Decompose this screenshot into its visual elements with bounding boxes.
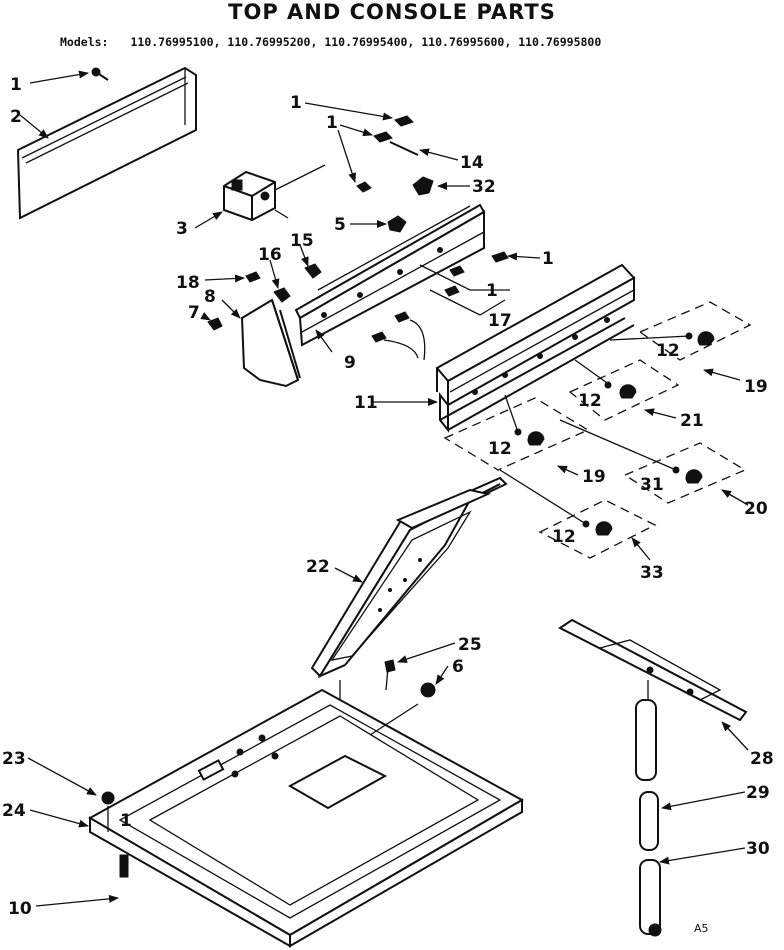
callout-14: 14 [460,153,484,173]
callout-31: 31 [640,475,664,495]
part-18-screw [245,271,261,283]
callout-23: 23 [2,749,26,769]
callout-6: 6 [452,657,464,677]
part-15-clip [304,263,322,279]
leader-arrows [19,70,749,907]
part-1-screw-c [373,131,393,143]
callout-29: 29 [746,783,770,803]
callout-3: 3 [176,219,188,239]
part-6-nut [420,682,436,698]
part-17-clip-a [449,265,465,277]
part-1-screw-a [91,67,101,77]
callout-22: 22 [306,557,330,577]
part-17-clip-b [444,285,460,297]
part-17-clip-c [394,311,410,323]
part-2-end-cap [16,66,197,220]
diagram-title: TOP AND CONSOLE PARTS [228,0,556,24]
bracket-hardware [207,115,510,361]
part-22-console-back [310,476,508,770]
callout-12: 12 [488,439,512,459]
part-9-bracket [294,203,486,347]
part-28-handle-bar [558,618,748,722]
callout-21: 21 [680,411,704,431]
callout-25: 25 [458,635,482,655]
callout-32: 32 [472,177,496,197]
callout-8: 8 [204,287,216,307]
knob-group-19-mid [443,397,590,471]
part-23-nut [101,791,115,805]
part-30-roller-end [639,859,662,937]
callout-1: 1 [290,93,302,113]
page-code: A5 [694,922,709,935]
part-11-console-rail [435,263,636,433]
part-29-roller [635,699,659,851]
callout-1: 1 [486,281,498,301]
callout-10: 10 [8,899,32,919]
callout-9: 9 [344,353,356,373]
callout-labels: 1 2 1 1 14 32 3 5 1 15 16 18 8 1 7 17 9 … [2,75,774,935]
part-17-clip-d [371,331,387,343]
callout-5: 5 [334,215,346,235]
part-8-panel [240,298,301,388]
part-16-clip [273,287,291,303]
callout-1: 1 [542,249,554,269]
callout-12: 12 [656,341,680,361]
callout-15: 15 [290,231,314,251]
callout-18: 18 [176,273,200,293]
models-list: 110.76995100, 110.76995200, 110.76995400… [130,35,602,49]
models-line: Models: 110.76995100, 110.76995200, 110.7… [60,35,780,49]
part-1-screw-b [394,115,414,127]
part-32-clip [412,176,434,196]
callout-1: 1 [10,75,22,95]
part-7-clip [207,317,223,331]
part-3-switch [223,164,326,222]
callout-16: 16 [258,245,282,265]
callout-12: 12 [552,527,576,547]
part-5-clip [387,215,407,233]
models-label: Models: [60,35,109,49]
callout-1: 1 [326,113,338,133]
callout-11: 11 [354,393,378,413]
knob-group-21 [568,359,680,421]
callout-12: 12 [578,391,602,411]
part-1-screw-d [356,181,372,193]
callout-2: 2 [10,107,22,127]
callout-19: 19 [582,467,606,487]
part-25-clip [384,659,396,673]
callout-24: 24 [2,801,26,821]
callout-20: 20 [744,499,768,519]
callout-30: 30 [746,839,770,859]
part-1-screw-e [491,251,509,263]
callout-1: 1 [120,811,132,831]
part-10-screw [119,854,129,878]
callout-17: 17 [488,311,512,331]
part-24-top-cover [87,659,525,948]
knob-group-33 [538,499,657,559]
callout-28: 28 [750,749,774,769]
callout-7: 7 [188,303,200,323]
callout-19: 19 [744,377,768,397]
callout-33: 33 [640,563,664,583]
